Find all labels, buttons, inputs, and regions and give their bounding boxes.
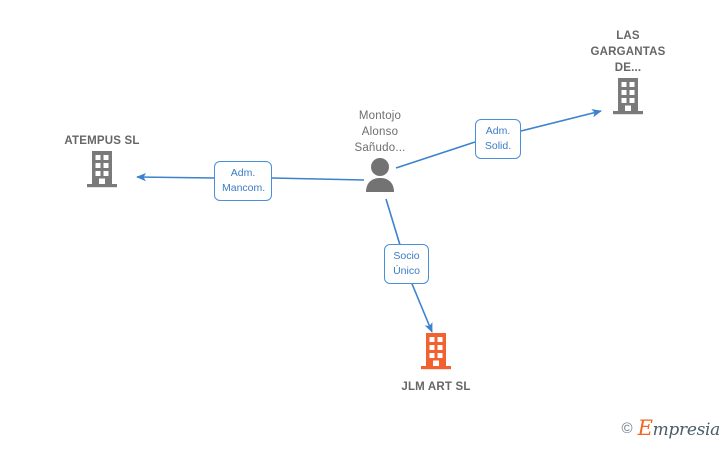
node-person-montojo-label: Montojo Alonso Sañudo... [354, 110, 406, 154]
building-icon [86, 149, 118, 194]
person-icon [363, 156, 397, 197]
node-las-gargantas[interactable]: LAS GARGANTAS DE... [568, 28, 688, 121]
copyright-icon: © [621, 419, 633, 437]
node-las-gargantas-label: LAS GARGANTAS DE... [590, 30, 666, 74]
node-jlm-art[interactable]: JLM ART SL [376, 331, 496, 395]
building-icon [612, 76, 644, 121]
node-atempus[interactable]: ATEMPUS SL [42, 133, 162, 194]
edge-label-socio-unico[interactable]: Socio Único [384, 244, 429, 284]
building-icon [420, 331, 452, 376]
edge-person-to-jlmart-upper [385, 198, 401, 246]
edge-person-to-gargantas-upper [520, 109, 602, 132]
node-jlm-art-label: JLM ART SL [401, 381, 471, 393]
watermark-empresia: © Empresia [621, 416, 721, 440]
watermark-brand: Empresia [637, 416, 721, 440]
edge-label-adm-mancom[interactable]: Adm. Mancom. [214, 161, 272, 201]
node-atempus-label: ATEMPUS SL [64, 135, 140, 147]
edge-person-to-atempus-left [136, 172, 215, 182]
edge-label-adm-solid[interactable]: Adm. Solid. [475, 119, 521, 159]
watermark-brand-rest: mpresia [652, 420, 721, 440]
edge-person-to-gargantas-lower [395, 141, 476, 169]
edge-person-to-jlmart-lower [409, 278, 433, 333]
node-person-montojo[interactable]: Montojo Alonso Sañudo... [320, 108, 440, 197]
watermark-brand-initial: E [637, 416, 653, 440]
edge-person-to-atempus-right [271, 177, 365, 181]
